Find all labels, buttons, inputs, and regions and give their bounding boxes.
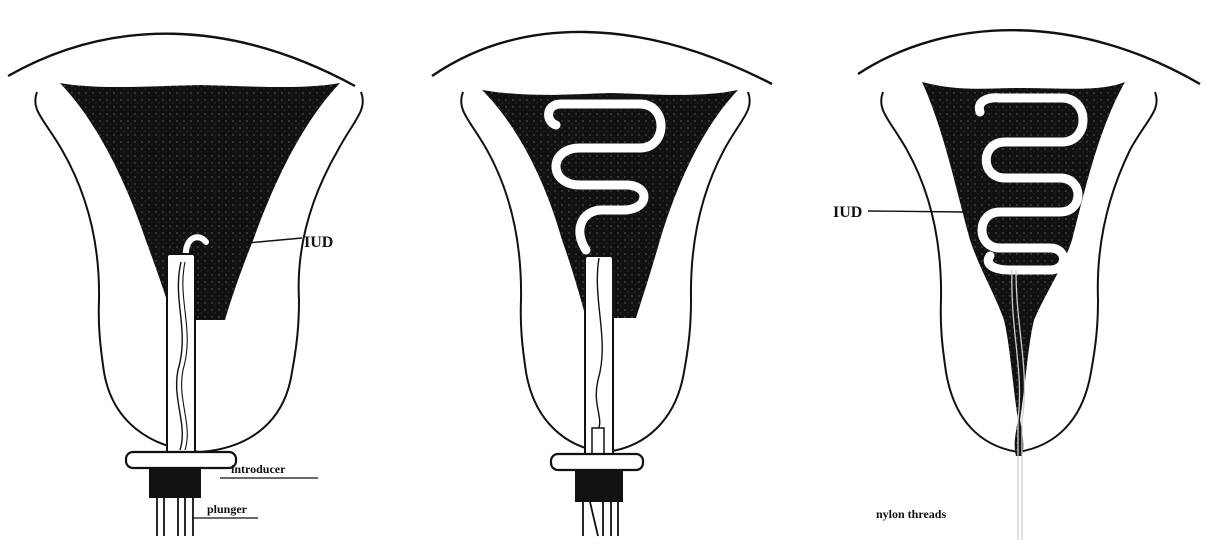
- panel-3-iud-in-place: IUD nylon threads: [833, 30, 1200, 540]
- panel-2-introducer-hub: [575, 470, 623, 502]
- panel-3-threads-label: nylon threads: [876, 507, 946, 521]
- panel-1-introducer-flange: [126, 452, 236, 468]
- panel-1-iud-label: IUD: [304, 234, 333, 251]
- panel-3-fundus-arc: [858, 30, 1200, 84]
- panel-1-plunger: [157, 498, 193, 536]
- panel-2-fundus-arc: [432, 32, 772, 84]
- panel-1-plunger-label: plunger: [207, 502, 248, 516]
- panel-1-introducer-hub: [149, 468, 201, 498]
- panel-3-iud-leader-line: [868, 211, 965, 212]
- panel-1-fundus-arc: [8, 34, 355, 86]
- panel-2-insertion-mid: [432, 32, 772, 536]
- panel-2-introducer-flange: [551, 454, 643, 470]
- panel-3-iud-label: IUD: [833, 204, 862, 221]
- panel-2-plunger: [583, 502, 618, 536]
- panel-1-insertion-start: IUD introducer plunger: [8, 34, 363, 536]
- panel-1-introducer-label: introducer: [231, 462, 286, 476]
